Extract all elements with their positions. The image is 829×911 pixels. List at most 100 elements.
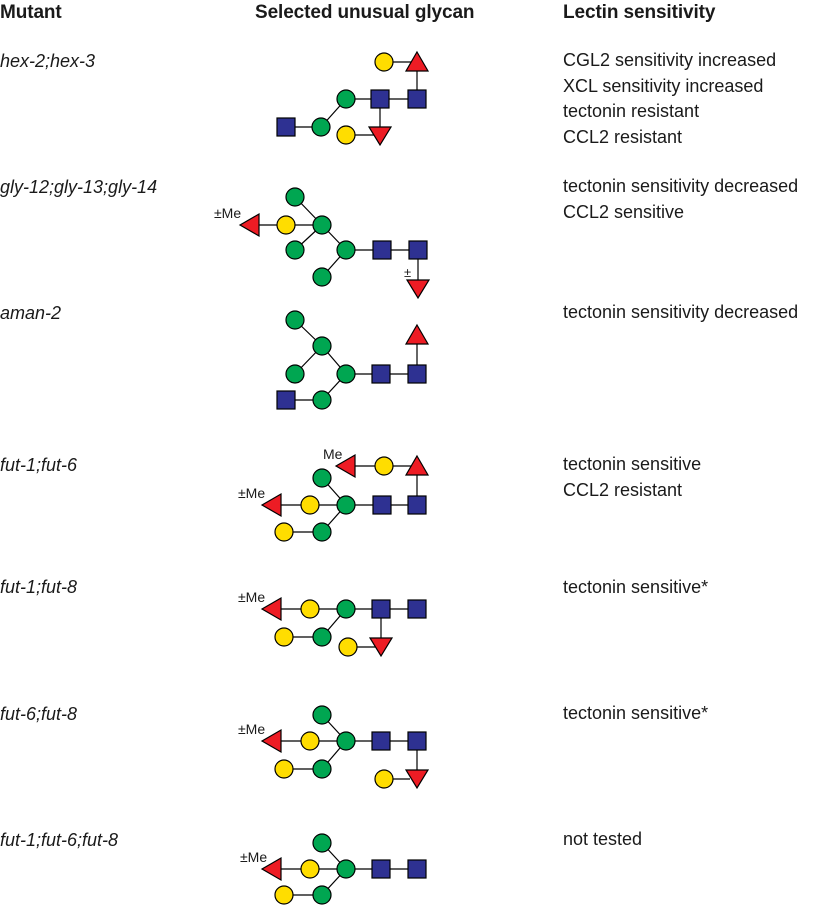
glycan-row-2	[238, 187, 431, 300]
methyl-label: ±Me	[240, 849, 267, 865]
mannose-circle	[312, 390, 332, 410]
galactose-circle	[300, 859, 320, 879]
glcnac-square	[371, 599, 391, 619]
sensitivity-row-2: tectonin sensitivity decreased CCL2 sens…	[563, 174, 798, 225]
galactose-circle	[276, 215, 296, 235]
mannose-circle	[285, 187, 305, 207]
fucose-triangle-icon	[404, 50, 430, 72]
glcnac-square	[372, 240, 392, 260]
galactose-circle	[300, 599, 320, 619]
glcnac-square	[407, 89, 427, 109]
galactose-circle	[274, 759, 294, 779]
glycan-row-3	[276, 310, 430, 410]
galactose-circle	[336, 125, 356, 145]
sensitivity-line: tectonin sensitive*	[563, 577, 709, 597]
sensitivity-line: tectonin sensitivity decreased	[563, 302, 799, 322]
glcnac-square	[372, 495, 392, 515]
sensitivity-line: tectonin sensitivity decreased	[563, 176, 799, 196]
mannose-circle	[311, 117, 331, 137]
galactose-circle	[300, 495, 320, 515]
fucose-triangle-icon	[404, 323, 430, 345]
mutant-aman2: aman-2	[0, 303, 62, 323]
galactose-circle	[374, 456, 394, 476]
sensitivity-line: not tested	[563, 829, 643, 849]
glcnac-square	[371, 364, 391, 384]
galactose-circle	[374, 52, 394, 72]
mannose-circle	[285, 310, 305, 330]
methyl-label: ±Me	[238, 721, 265, 737]
fucose-triangle-icon	[404, 454, 430, 476]
methyl-label: ±Me	[214, 205, 241, 221]
mannose-circle	[336, 89, 356, 109]
fucose-triangle-icon	[368, 637, 394, 658]
fucose-triangle-icon	[260, 596, 282, 622]
glycan-row-4	[260, 453, 430, 542]
sensitivity-row-3: tectonin sensitivity decreased	[563, 300, 798, 326]
glcnac-square	[371, 731, 391, 751]
fucose-triangle-icon	[404, 769, 430, 790]
mannose-circle	[336, 495, 356, 515]
sensitivity-line: CCL2 resistant	[563, 479, 683, 500]
methyl-label: ±Me	[238, 589, 265, 605]
glycan-row-1	[276, 50, 430, 147]
mannose-circle	[336, 599, 356, 619]
fucose-triangle-icon	[238, 212, 260, 238]
glcnac-square	[407, 599, 427, 619]
glcnac-square	[408, 240, 428, 260]
glcnac-square	[407, 495, 427, 515]
mannose-circle	[312, 267, 332, 287]
galactose-circle	[274, 627, 294, 647]
mutant-fut6-fut8: fut-6;fut-8	[0, 704, 78, 724]
mannose-circle	[312, 336, 332, 356]
glcnac-square	[407, 731, 427, 751]
fucose-triangle-icon	[260, 728, 282, 754]
glcnac-square	[407, 859, 427, 879]
fucose-triangle-icon	[260, 856, 282, 882]
glcnac-square	[276, 390, 296, 410]
mannose-circle	[285, 240, 305, 260]
mannose-circle	[336, 859, 356, 879]
sensitivity-line: tectonin resistant	[563, 101, 700, 121]
sensitivity-row-6: tectonin sensitive*	[563, 701, 708, 727]
mannose-circle	[312, 885, 332, 905]
glycan-row-6	[260, 705, 430, 790]
sensitivity-line: XCL sensitivity increased	[563, 75, 764, 96]
galactose-circle	[338, 637, 358, 657]
mutant-gly12-gly13-gly14: gly-12;gly-13;gly-14	[0, 177, 158, 197]
galactose-circle	[374, 769, 394, 789]
header-glycan: Selected unusual glycan	[255, 2, 475, 23]
mannose-circle	[312, 759, 332, 779]
mutant-hex2-hex3: hex-2;hex-3	[0, 51, 96, 71]
methyl-label: ±Me	[238, 485, 265, 501]
glcnac-square	[407, 364, 427, 384]
fucose-triangle-icon	[260, 492, 282, 518]
mannose-circle	[312, 627, 332, 647]
sensitivity-row-1: CGL2 sensitivity increased XCL sensitivi…	[563, 48, 776, 150]
glycan-row-7	[260, 833, 427, 905]
mannose-circle	[285, 364, 305, 384]
sensitivity-row-4: tectonin sensitive CCL2 resistant	[563, 452, 701, 503]
sensitivity-line: CCL2 sensitive	[563, 201, 685, 222]
mannose-circle	[336, 731, 356, 751]
mannose-circle	[312, 522, 332, 542]
mannose-circle	[336, 364, 356, 384]
glcnac-square	[276, 117, 296, 137]
sensitivity-line: CCL2 resistant	[563, 126, 683, 147]
glcnac-square	[370, 89, 390, 109]
header-sensitivity: Lectin sensitivity	[563, 2, 716, 23]
mutant-fut1-fut6: fut-1;fut-6	[0, 455, 78, 475]
glcnac-square	[371, 859, 391, 879]
sensitivity-line: tectonin sensitive	[563, 454, 702, 474]
mannose-circle	[312, 215, 332, 235]
fucose-triangle-icon	[405, 279, 431, 300]
header-mutant: Mutant	[0, 2, 62, 23]
sensitivity-row-7: not tested	[563, 827, 642, 853]
galactose-circle	[300, 731, 320, 751]
mannose-circle	[312, 468, 332, 488]
sensitivity-row-5: tectonin sensitive*	[563, 575, 708, 601]
mutant-fut1-fut6-fut8: fut-1;fut-6;fut-8	[0, 830, 119, 850]
plus-minus-label: ±	[404, 265, 411, 280]
sensitivity-line: tectonin sensitive*	[563, 703, 709, 723]
galactose-circle	[274, 522, 294, 542]
fucose-triangle-icon	[334, 453, 356, 479]
